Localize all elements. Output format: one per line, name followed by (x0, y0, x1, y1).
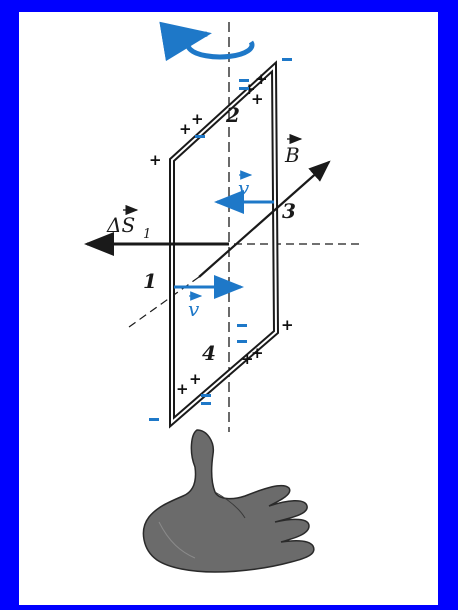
area-vector-label: ΔS 1 (106, 204, 151, 242)
diagram-panel: 1 2 3 4 B ΔS 1 v v + + + + + (19, 12, 438, 605)
corner-label-1: 1 (143, 269, 157, 293)
svg-text:+: + (243, 80, 256, 98)
b-field-arrow (198, 160, 331, 278)
svg-text:+: + (241, 350, 254, 368)
svg-text:+: + (281, 316, 294, 334)
conducting-frame (169, 60, 280, 429)
svg-text:v: v (238, 176, 250, 200)
open-hand-icon (142, 429, 315, 573)
corner-label-4: 4 (202, 341, 216, 365)
svg-text:+: + (251, 344, 264, 362)
velocity-label-bottom: v (188, 291, 203, 321)
induction-diagram: 1 2 3 4 B ΔS 1 v v + + + + + (84, 21, 359, 573)
svg-text:+: + (176, 380, 189, 398)
svg-text:+: + (251, 90, 264, 108)
svg-text:1: 1 (143, 227, 151, 242)
svg-text:+: + (255, 70, 268, 88)
b-field-dashed (128, 276, 200, 328)
svg-text:+: + (179, 120, 192, 138)
svg-text:+: + (189, 370, 202, 388)
svg-text:+: + (149, 151, 162, 169)
negative-charges (149, 58, 292, 421)
corner-label-2: 2 (225, 103, 240, 127)
positive-charges: + + + + + + + + + + + (149, 70, 294, 398)
svg-text:+: + (191, 110, 204, 128)
svg-text:ΔS: ΔS (106, 213, 135, 237)
b-field-label: B (284, 133, 303, 167)
svg-text:B: B (284, 143, 300, 167)
rotation-arrow-icon (159, 21, 255, 62)
corner-label-3: 3 (282, 199, 296, 223)
svg-text:v: v (188, 297, 200, 321)
velocity-label-top: v (238, 170, 253, 200)
